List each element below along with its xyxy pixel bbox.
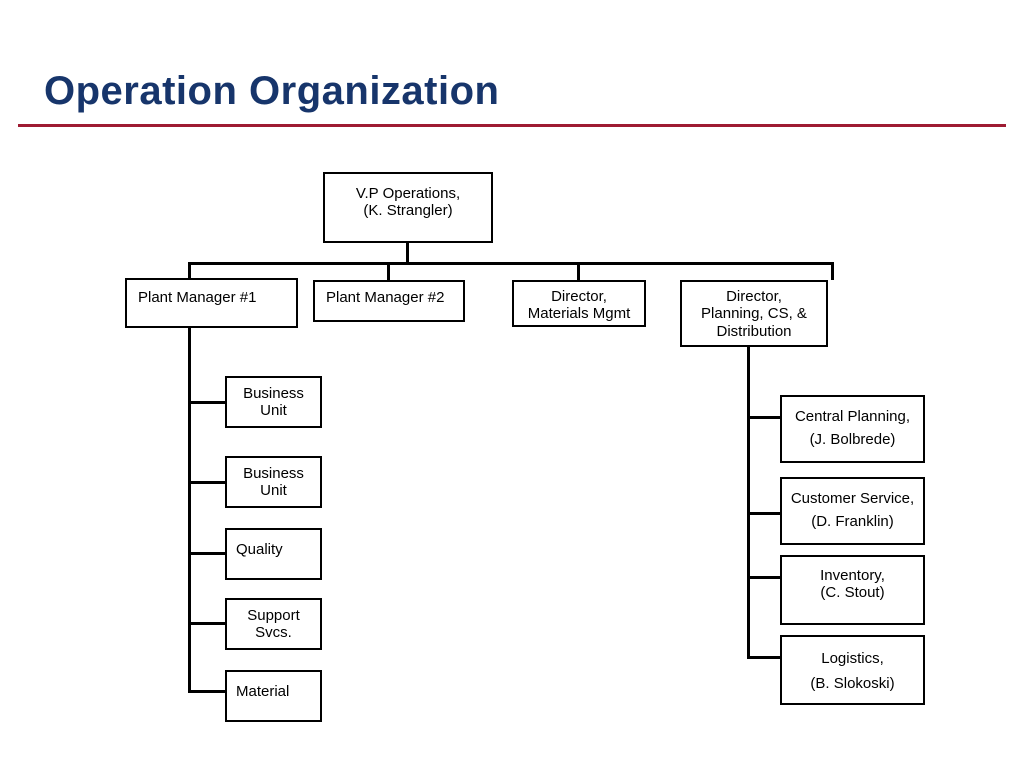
connector-trunk-director-planning	[747, 347, 750, 659]
connector-level2-bus	[188, 262, 834, 265]
node-logistics-line-2: (B. Slokoski)	[810, 674, 895, 692]
connector-stub-support-svcs	[188, 622, 227, 625]
node-customer-service[interactable]: Customer Service, (D. Franklin)	[780, 477, 925, 545]
node-material[interactable]: Material	[225, 670, 322, 722]
title-divider-rule	[18, 124, 1006, 127]
node-logistics-line-1: Logistics,	[821, 650, 884, 667]
node-support-svcs-line-1: Support	[247, 607, 300, 624]
node-central-planning-line-2: (J. Bolbrede)	[809, 431, 896, 449]
connector-stub-business-unit-2	[188, 481, 227, 484]
connector-stub-quality	[188, 552, 227, 555]
node-inventory-line-2: (C. Stout)	[820, 584, 885, 602]
node-director-materials-line-1: Director,	[551, 288, 607, 305]
node-business-unit-1[interactable]: Business Unit	[225, 376, 322, 428]
node-support-svcs[interactable]: Support Svcs.	[225, 598, 322, 650]
node-business-unit-2[interactable]: Business Unit	[225, 456, 322, 508]
node-director-planning-line-1: Director,	[726, 288, 782, 305]
node-customer-service-line-1: Customer Service,	[790, 490, 915, 507]
connector-root-stem	[406, 243, 409, 264]
node-business-unit-1-line-2: Unit	[260, 402, 287, 420]
node-plant-manager-1[interactable]: Plant Manager #1	[125, 278, 298, 328]
node-plant-manager-2[interactable]: Plant Manager #2	[313, 280, 465, 322]
node-material-label: Material	[236, 683, 290, 700]
node-quality-label: Quality	[236, 541, 283, 558]
node-business-unit-1-line-1: Business	[243, 385, 304, 402]
node-vp-operations[interactable]: V.P Operations, (K. Strangler)	[323, 172, 493, 243]
node-business-unit-2-line-2: Unit	[260, 482, 287, 500]
node-director-materials-line-2: Materials Mgmt	[527, 305, 631, 323]
node-central-planning-line-1: Central Planning,	[794, 408, 911, 425]
node-inventory[interactable]: Inventory, (C. Stout)	[780, 555, 925, 625]
connector-trunk-plant-manager-1	[188, 328, 191, 693]
node-director-planning-cs-distribution[interactable]: Director, Planning, CS, & Distribution	[680, 280, 828, 347]
node-inventory-line-1: Inventory,	[820, 567, 885, 584]
connector-drop-director-materials	[577, 262, 580, 280]
node-support-svcs-line-2: Svcs.	[255, 624, 292, 642]
connector-drop-director-planning	[831, 262, 834, 280]
connector-drop-plant-manager-1	[188, 262, 191, 280]
node-director-planning-line-3: Distribution	[716, 322, 792, 340]
node-customer-service-line-2: (D. Franklin)	[811, 513, 894, 531]
connector-stub-material	[188, 690, 227, 693]
connector-stub-inventory	[747, 576, 782, 579]
node-central-planning[interactable]: Central Planning, (J. Bolbrede)	[780, 395, 925, 463]
connector-stub-logistics	[747, 656, 782, 659]
node-logistics[interactable]: Logistics, (B. Slokoski)	[780, 635, 925, 705]
connector-stub-central-planning	[747, 416, 782, 419]
node-plant-manager-2-label: Plant Manager #2	[326, 289, 445, 306]
node-director-planning-line-2: Planning, CS, &	[701, 305, 807, 323]
connector-stub-customer-service	[747, 512, 782, 515]
node-quality[interactable]: Quality	[225, 528, 322, 580]
page-title: Operation Organization	[44, 69, 500, 113]
node-director-materials-mgmt[interactable]: Director, Materials Mgmt	[512, 280, 646, 327]
connector-stub-business-unit-1	[188, 401, 227, 404]
node-business-unit-2-line-1: Business	[243, 465, 304, 482]
node-plant-manager-1-label: Plant Manager #1	[138, 289, 257, 306]
connector-drop-plant-manager-2	[387, 262, 390, 280]
node-vp-operations-line-1: V.P Operations,	[355, 185, 461, 202]
node-vp-operations-line-2: (K. Strangler)	[363, 202, 453, 220]
